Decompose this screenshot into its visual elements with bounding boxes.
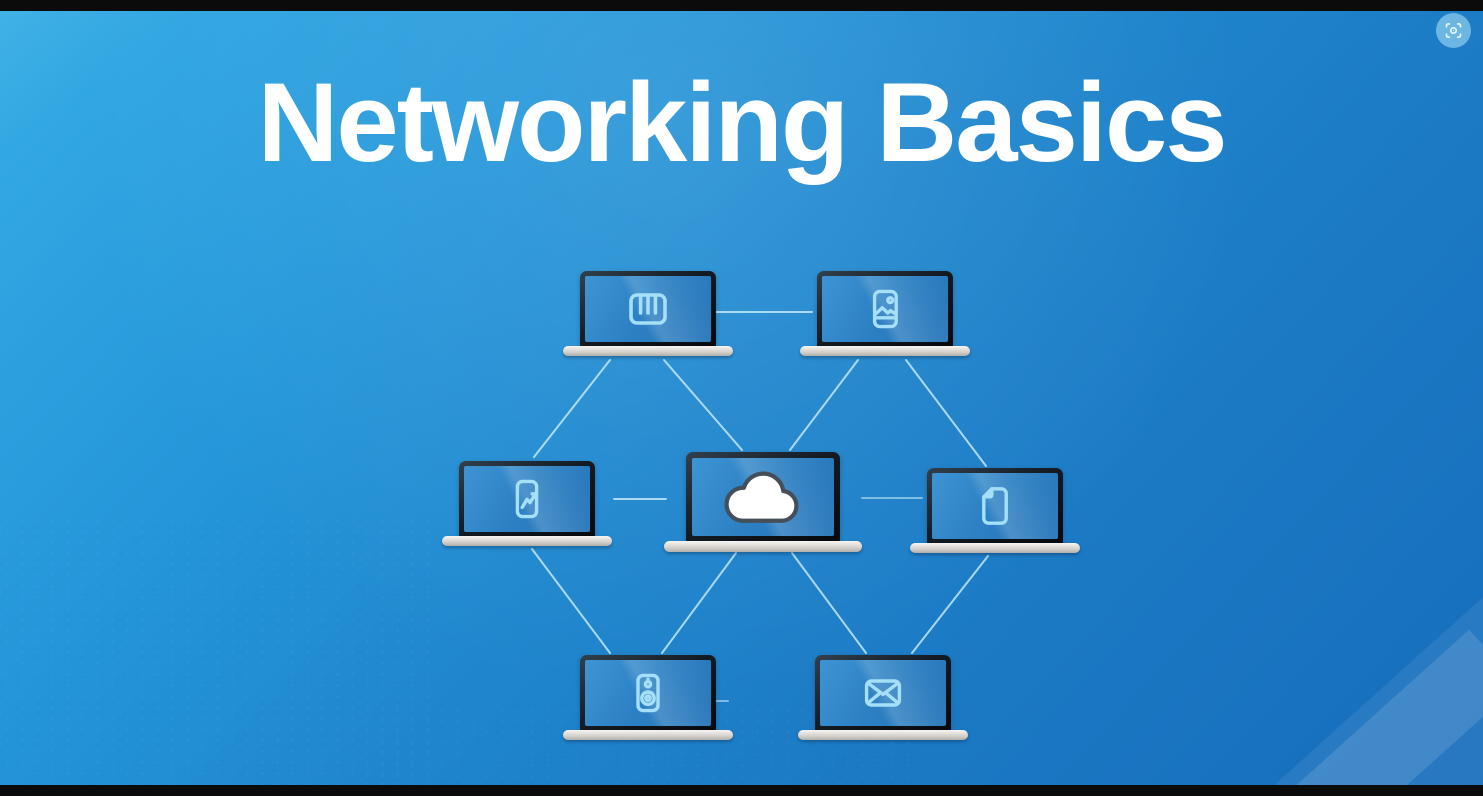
connection-line xyxy=(533,359,611,458)
laptop-display xyxy=(692,458,834,536)
file-icon xyxy=(982,487,1008,525)
laptop-display xyxy=(932,473,1058,539)
laptop-base xyxy=(798,730,968,740)
connection-line xyxy=(531,548,611,654)
laptop-base xyxy=(563,346,733,356)
laptop-node-cloud xyxy=(664,452,862,552)
connection-line xyxy=(663,359,743,451)
laptop-screen xyxy=(817,271,953,347)
laptop-screen xyxy=(580,655,716,731)
laptop-node-chart xyxy=(442,461,612,546)
laptop-screen xyxy=(927,468,1063,544)
laptop-screen xyxy=(580,271,716,347)
laptop-node-photo xyxy=(800,271,970,356)
speaker-icon xyxy=(636,673,660,713)
screenshot-icon xyxy=(1445,23,1462,38)
laptop-base xyxy=(664,541,862,552)
letterbox-bar-bottom xyxy=(0,785,1483,796)
laptop-screen xyxy=(459,461,595,537)
laptop-display xyxy=(585,660,711,726)
laptop-display xyxy=(464,466,590,532)
connection-line xyxy=(905,359,987,467)
laptop-base xyxy=(563,730,733,740)
cloud-icon xyxy=(724,471,799,523)
chart-document-icon xyxy=(515,479,539,519)
connection-line xyxy=(789,359,859,451)
laptop-node-speaker xyxy=(563,655,733,740)
piano-keys-icon xyxy=(629,293,667,325)
connection-line xyxy=(661,552,737,654)
laptop-node-piano xyxy=(563,271,733,356)
laptop-base xyxy=(800,346,970,356)
laptop-display xyxy=(820,660,946,726)
connection-line xyxy=(911,555,989,654)
laptop-screen xyxy=(815,655,951,731)
laptop-screen xyxy=(686,452,840,542)
connection-line xyxy=(791,552,867,654)
laptop-node-file xyxy=(910,468,1080,553)
photo-icon xyxy=(872,289,898,329)
laptop-display xyxy=(822,276,948,342)
letterbox-bar-top xyxy=(0,0,1483,11)
laptop-base xyxy=(910,543,1080,553)
laptop-display xyxy=(585,276,711,342)
screenshot-button[interactable] xyxy=(1436,13,1471,48)
laptop-base xyxy=(442,536,612,546)
page-title: Networking Basics xyxy=(257,60,1227,185)
laptop-node-mail xyxy=(798,655,968,740)
envelope-icon xyxy=(864,679,902,707)
